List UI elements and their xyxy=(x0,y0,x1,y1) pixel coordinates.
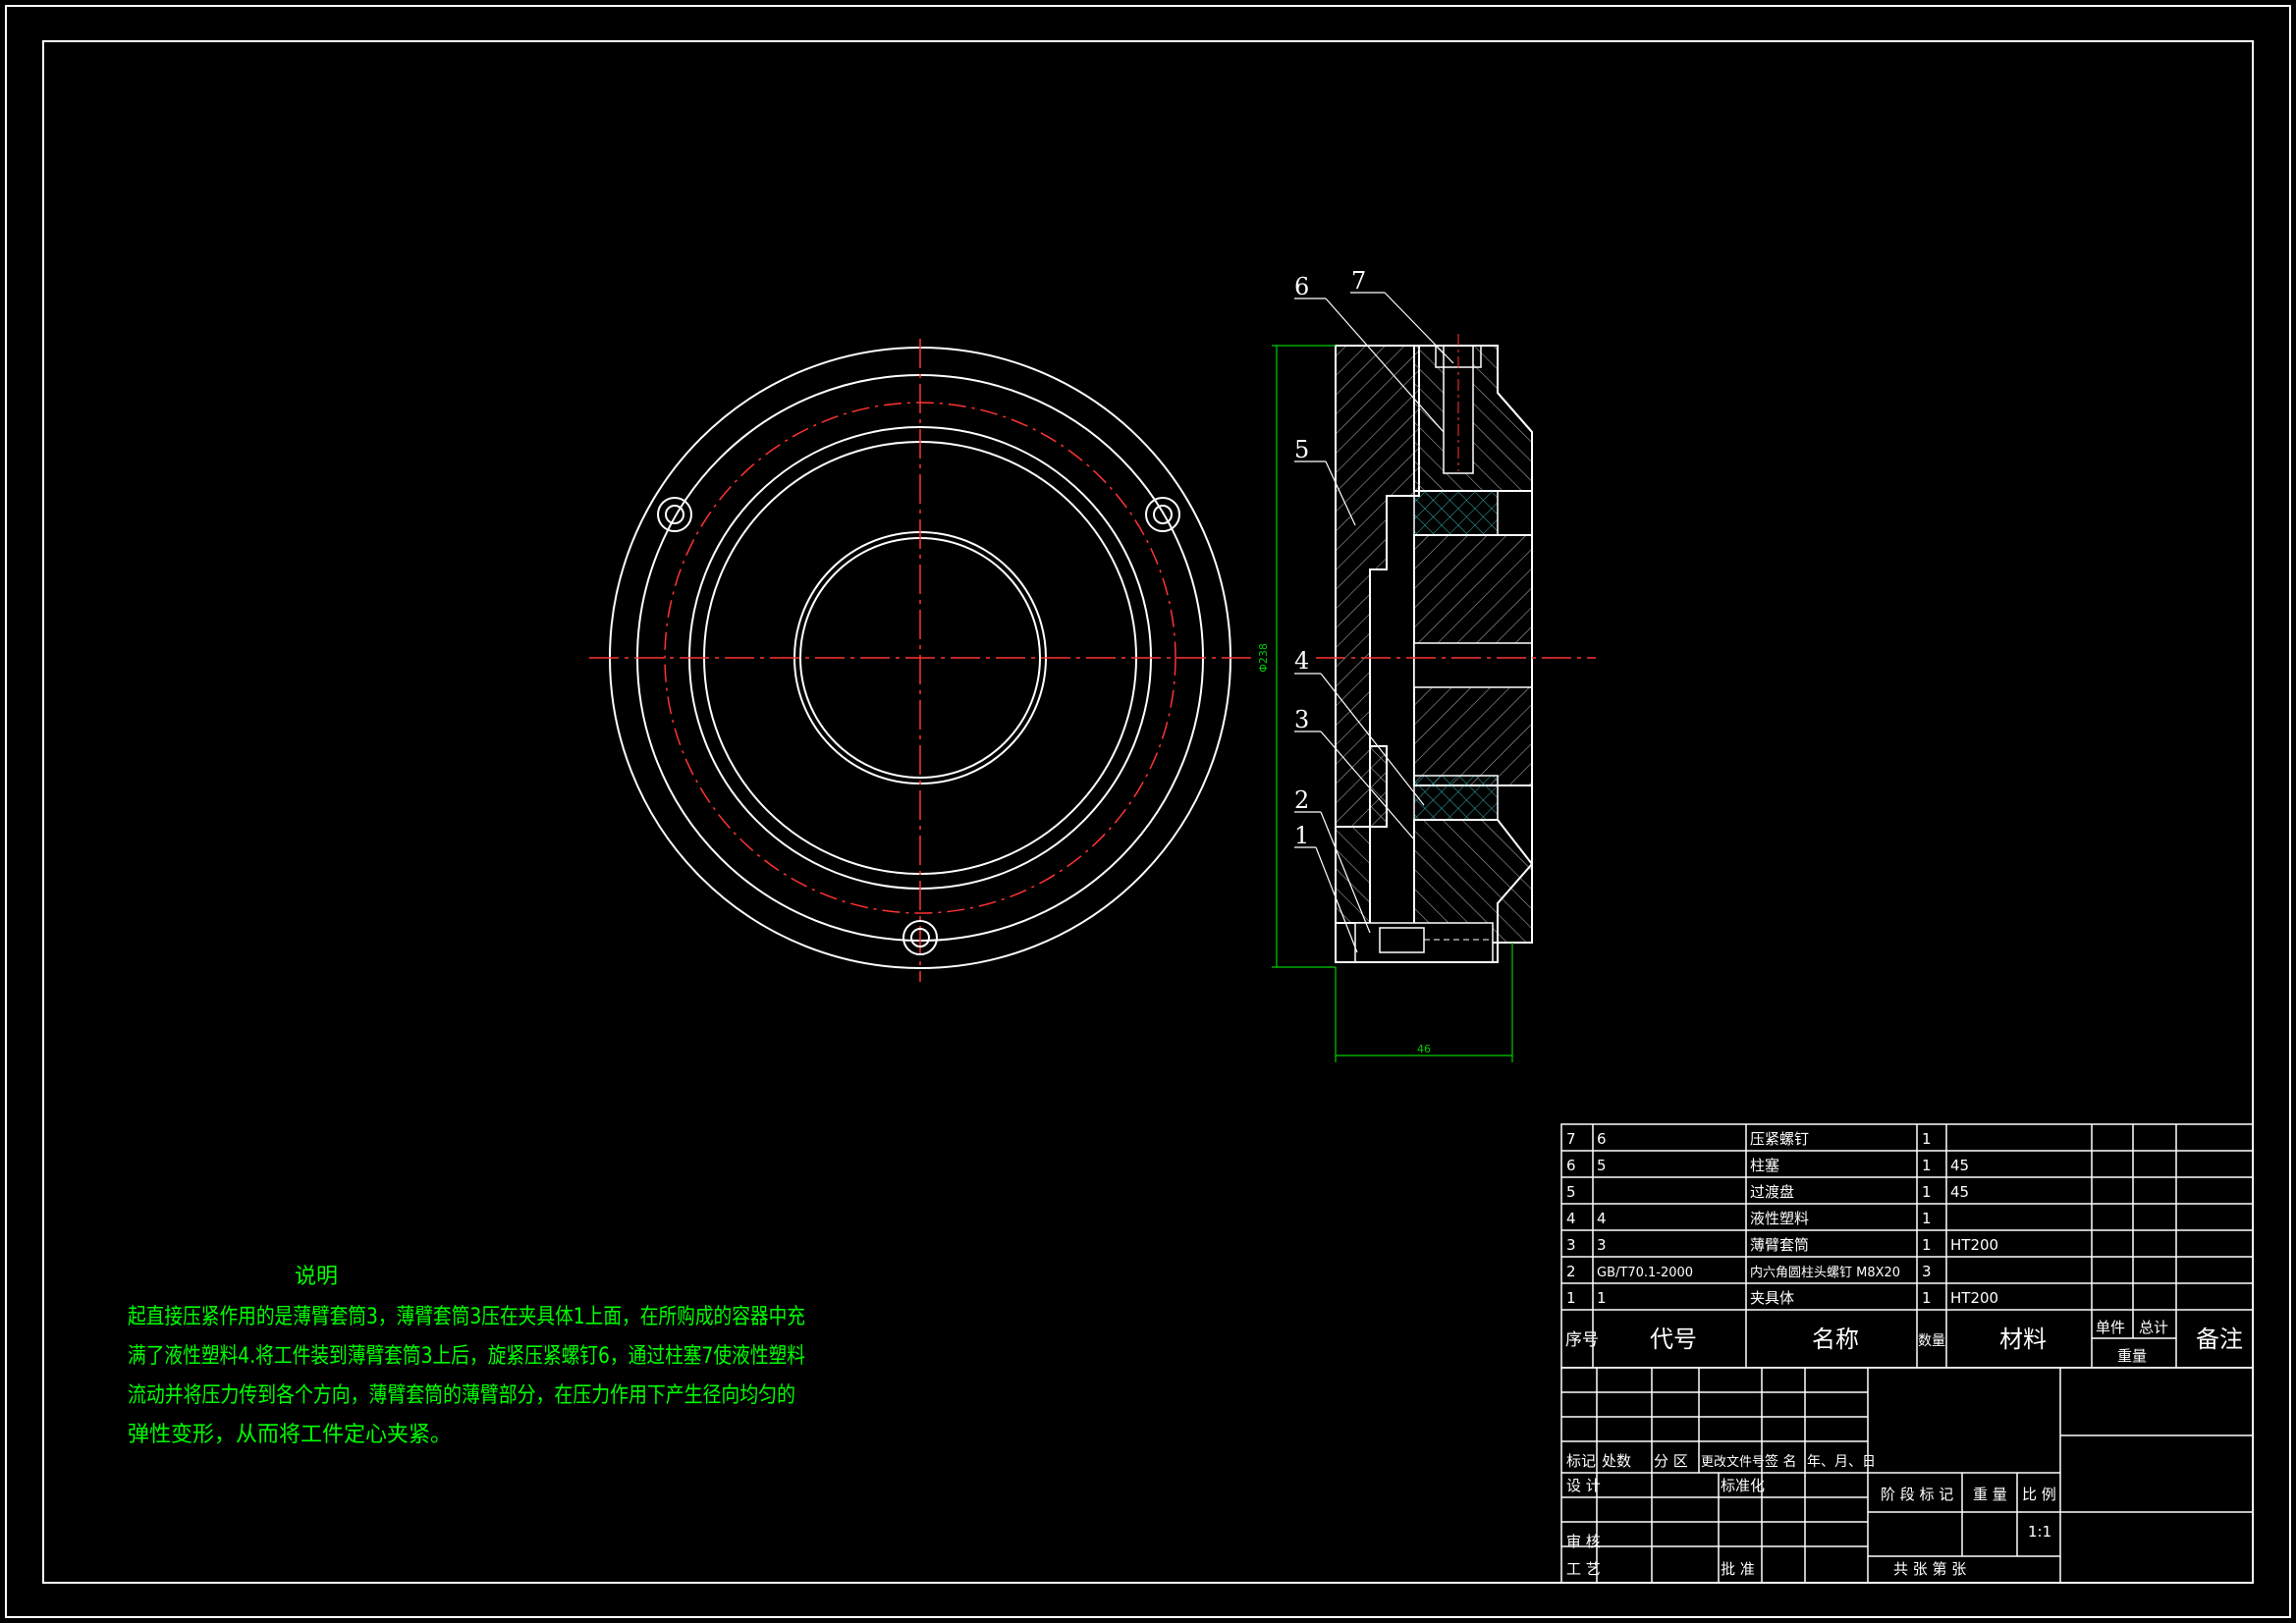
bom-row-name: 内六角圆柱头螺钉 M8X20 xyxy=(1750,1265,1900,1280)
bom-header-qty: 数量 xyxy=(1918,1333,1945,1349)
dimension-vertical: Φ238 xyxy=(1257,643,1270,673)
bom-row-no: 7 xyxy=(1566,1130,1576,1148)
balloon-2: 2 xyxy=(1294,786,1309,814)
bom-row-qty: 3 xyxy=(1922,1263,1932,1280)
tb-date: 年、月、日 xyxy=(1807,1454,1876,1470)
bom-row-code: 5 xyxy=(1597,1157,1607,1174)
bom-header-material: 材料 xyxy=(1999,1325,2047,1353)
bom-header-total: 总计 xyxy=(2139,1319,2168,1336)
bom-row-no: 1 xyxy=(1566,1289,1576,1307)
notes-line: 起直接压紧作用的是薄臂套筒3，薄臂套筒3压在夹具体1上面，在所购成的容器中充 xyxy=(128,1305,805,1329)
bom-row-code: 3 xyxy=(1597,1236,1607,1254)
dimensions xyxy=(1272,292,1513,1062)
bom-row-name: 过渡盘 xyxy=(1750,1183,1794,1201)
bom-row-no: 3 xyxy=(1566,1236,1576,1254)
balloon-5: 5 xyxy=(1294,436,1309,463)
bom-row-code: GB/T70.1-2000 xyxy=(1597,1266,1693,1280)
balloon-4: 4 xyxy=(1294,647,1309,675)
bom-row-material: 45 xyxy=(1950,1157,1969,1174)
bom-row-code: 1 xyxy=(1597,1289,1607,1307)
bom-row-material: HT200 xyxy=(1950,1289,1998,1307)
bom-row-no: 4 xyxy=(1566,1210,1576,1227)
inner-border xyxy=(42,40,2254,1584)
dimension-horizontal: 46 xyxy=(1417,1043,1431,1055)
front-view xyxy=(589,339,1252,982)
tb-zone: 分 区 xyxy=(1654,1452,1688,1470)
notes-line: 弹性变形，从而将工件定心夹紧。 xyxy=(128,1423,452,1447)
tb-scale: 比 例 xyxy=(2022,1486,2056,1503)
bom-header-weight: 重量 xyxy=(2117,1347,2147,1365)
notes-heading: 说明 xyxy=(295,1265,338,1289)
bom-row-name: 薄臂套筒 xyxy=(1750,1236,1809,1254)
balloon-7: 7 xyxy=(1351,267,1366,295)
section-view xyxy=(1316,334,1596,963)
tb-change-doc: 更改文件号 xyxy=(1701,1455,1765,1470)
bom-row-name: 液性塑料 xyxy=(1750,1210,1809,1227)
bolt-hole xyxy=(1145,497,1180,532)
bom-header-remark: 备注 xyxy=(2196,1325,2243,1353)
outer-border xyxy=(5,5,2291,1618)
bom-header-name: 名称 xyxy=(1812,1325,1859,1353)
tb-count: 处数 xyxy=(1602,1452,1631,1470)
balloon-3: 3 xyxy=(1294,706,1309,733)
tb-design: 设 计 xyxy=(1566,1477,1601,1494)
bolt-hole xyxy=(657,497,692,532)
bom-row-qty: 1 xyxy=(1922,1183,1932,1201)
bom-row-name: 压紧螺钉 xyxy=(1750,1130,1809,1148)
bom-row-qty: 1 xyxy=(1922,1130,1932,1148)
bom-header-no: 序号 xyxy=(1565,1330,1599,1350)
tb-sheets: 共 张 第 张 xyxy=(1893,1560,1966,1578)
bom-row-qty: 1 xyxy=(1922,1289,1932,1307)
bolt-hole xyxy=(902,920,938,955)
bom-row-name: 柱塞 xyxy=(1750,1157,1779,1174)
balloon-1: 1 xyxy=(1294,822,1309,849)
bom-row-code: 6 xyxy=(1597,1130,1607,1148)
title-block xyxy=(1560,1367,2254,1584)
tb-mark: 标记 xyxy=(1566,1452,1596,1470)
balloon-6: 6 xyxy=(1294,273,1309,300)
bom-row-qty: 1 xyxy=(1922,1236,1932,1254)
tb-process: 工 艺 xyxy=(1566,1560,1601,1578)
tb-weight: 重 量 xyxy=(1973,1486,2007,1503)
bom-row-no: 5 xyxy=(1566,1183,1576,1201)
bom-header-single: 单件 xyxy=(2096,1319,2125,1336)
bom-row-code: 4 xyxy=(1597,1210,1607,1227)
tb-approve: 批 准 xyxy=(1721,1560,1755,1578)
tb-standard: 标准化 xyxy=(1721,1477,1765,1494)
tb-sign: 签 名 xyxy=(1765,1453,1796,1470)
tb-stage-mark: 阶 段 标 记 xyxy=(1881,1486,1953,1503)
notes-line: 满了液性塑料4.将工件装到薄臂套筒3上后，旋紧压紧螺钉6，通过柱塞7使液性塑料 xyxy=(128,1344,805,1369)
tb-scale-value: 1:1 xyxy=(2028,1523,2051,1541)
bom-row-no: 2 xyxy=(1566,1263,1576,1280)
notes-line: 流动并将压力传到各个方向，薄臂套筒的薄臂部分，在压力作用下产生径向均匀的 xyxy=(128,1383,795,1408)
bom-header-code: 代号 xyxy=(1650,1325,1697,1353)
tb-review: 审 核 xyxy=(1566,1533,1601,1550)
bom-row-name: 夹具体 xyxy=(1750,1289,1794,1307)
bom-row-qty: 1 xyxy=(1922,1210,1932,1227)
bom-row-material: 45 xyxy=(1950,1183,1969,1201)
bom-row-no: 6 xyxy=(1566,1157,1576,1174)
bom-row-material: HT200 xyxy=(1950,1236,1998,1254)
bom-row-qty: 1 xyxy=(1922,1157,1932,1174)
